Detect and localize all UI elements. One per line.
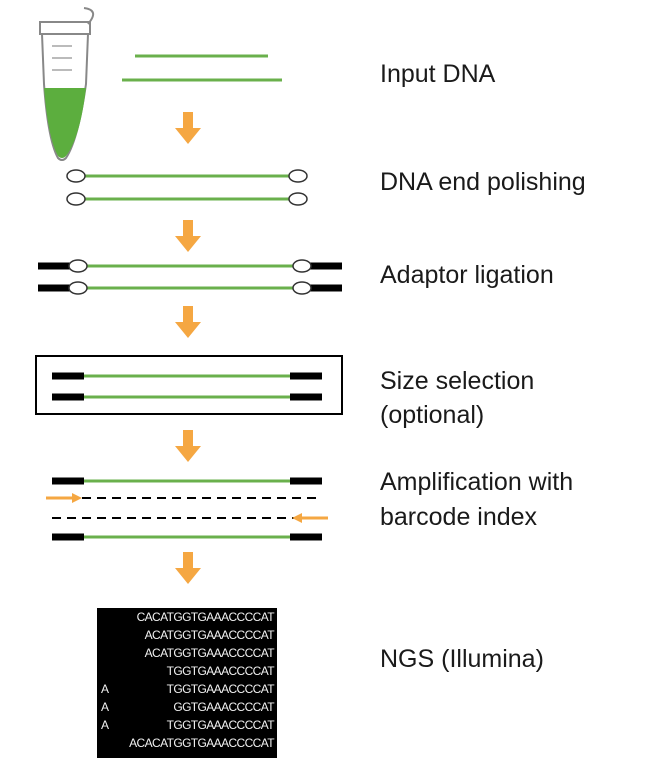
flow-arrow-2 [175, 220, 201, 252]
sequencing-reads-panel: CACATGGTGAAACCCCAT ACATGGTGAAACCCCAT ACA… [97, 608, 277, 758]
sequencing-read: GGTGAAACCCCAT [173, 700, 274, 714]
step-label-ngs: NGS (Illumina) [380, 645, 544, 673]
flow-arrow-1 [175, 112, 201, 144]
sequencing-read-fragment: A [101, 700, 110, 714]
primer-arrow-icon [292, 513, 328, 523]
step-label-size-selection: Size selection [380, 367, 535, 395]
flow-arrow-5 [175, 552, 201, 584]
sequencing-read: TGGTGAAACCCCAT [166, 664, 275, 678]
sequencing-read: ACATGGTGAAACCCCAT [144, 628, 275, 642]
eppendorf-tube-icon [39, 7, 95, 161]
step-label-adaptor-ligation: Adaptor ligation [380, 261, 554, 289]
step-label-amplification: Amplification with [380, 468, 574, 496]
sequencing-read-fragment: A [101, 682, 110, 696]
sequencing-read: CACATGGTGAAACCCCAT [136, 610, 275, 624]
amplification-fragments [52, 477, 322, 541]
sequencing-read-fragment: A [101, 718, 110, 732]
input-dna-fragments [122, 54, 282, 82]
primer-arrow-icon [46, 493, 82, 503]
step-label-input-dna: Input DNA [380, 60, 496, 88]
step-label-end-polishing: DNA end polishing [380, 168, 586, 196]
sequencing-read: ACACATGGTGAAACCCCAT [129, 736, 274, 750]
sequencing-read: TGGTGAAACCCCAT [166, 718, 275, 732]
flow-arrow-4 [175, 430, 201, 462]
step-label-amplification-note: barcode index [380, 503, 538, 531]
sequencing-read: TGGTGAAACCCCAT [166, 682, 275, 696]
sequencing-read: ACATGGTGAAACCCCAT [144, 646, 275, 660]
polished-dna-fragments [66, 169, 308, 206]
size-selection-box [35, 355, 343, 415]
flow-arrow-3 [175, 306, 201, 338]
adaptor-ligated-fragments [38, 259, 342, 295]
step-label-size-selection-note: (optional) [380, 401, 485, 429]
